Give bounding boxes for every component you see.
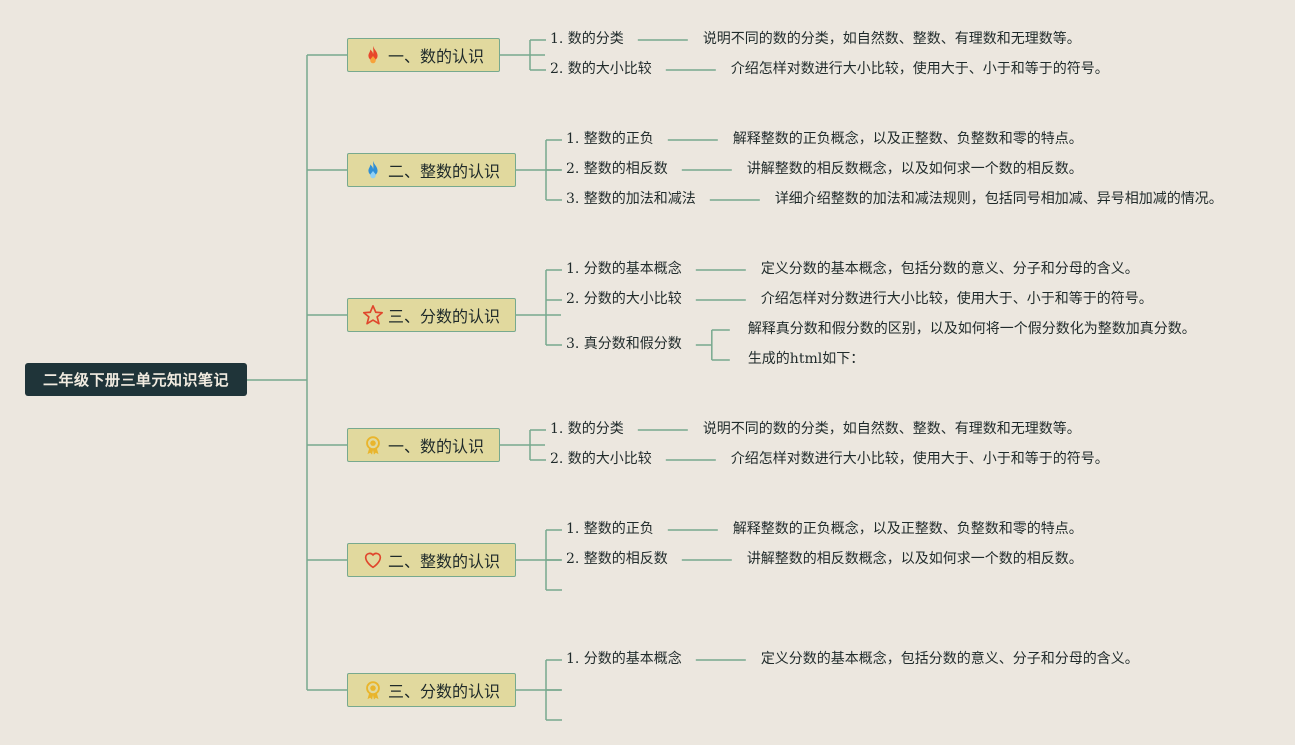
sub-topic[interactable]: 2. 数的大小比较	[550, 451, 652, 467]
fire-icon	[362, 44, 384, 66]
leaf-note: 解释整数的正负概念，以及正整数、负整数和零的特点。	[732, 521, 1083, 537]
branch-label: 二、整数的认识	[388, 552, 501, 571]
heart-icon	[362, 549, 384, 571]
branch-topic[interactable]: 一、数的认识	[347, 38, 500, 72]
branch-topic[interactable]: 三、分数的认识	[347, 298, 516, 332]
star-icon	[362, 304, 384, 326]
blue-flame-icon	[362, 159, 384, 181]
leaf-note: 定义分数的基本概念，包括分数的意义、分子和分母的含义。	[760, 651, 1139, 667]
sub-topic[interactable]: 1. 数的分类	[550, 31, 624, 47]
sub-topic[interactable]: 2. 数的大小比较	[550, 61, 652, 77]
branch-topic[interactable]: 三、分数的认识	[347, 673, 516, 707]
leaf-note: 生成的html如下：	[747, 351, 865, 367]
sub-topic[interactable]: 1. 整数的正负	[566, 131, 654, 147]
leaf-note: 讲解整数的相反数概念，以及如何求一个数的相反数。	[746, 161, 1083, 177]
sub-topic[interactable]: 1. 分数的基本概念	[566, 651, 682, 667]
leaf-note: 说明不同的数的分类，如自然数、整数、有理数和无理数等。	[702, 421, 1081, 437]
root-title: 二年级下册三单元知识笔记	[42, 371, 229, 389]
branch-label: 一、数的认识	[388, 47, 485, 66]
medal-icon	[362, 679, 384, 701]
sub-topic[interactable]: 2. 分数的大小比较	[566, 291, 682, 307]
medal-icon	[362, 434, 384, 456]
sub-topic[interactable]: 1. 分数的基本概念	[566, 261, 682, 277]
sub-topic[interactable]: 2. 整数的相反数	[566, 161, 668, 177]
leaf-note: 解释真分数和假分数的区别，以及如何将一个假分数化为整数加真分数。	[747, 321, 1196, 337]
sub-topic[interactable]: 1. 整数的正负	[566, 521, 654, 537]
leaf-note: 介绍怎样对数进行大小比较，使用大于、小于和等于的符号。	[730, 61, 1109, 77]
root-topic[interactable]: 二年级下册三单元知识笔记	[25, 363, 247, 396]
branch-label: 二、整数的认识	[388, 162, 501, 181]
branch-label: 三、分数的认识	[388, 682, 501, 701]
branch-topic[interactable]: 二、整数的认识	[347, 543, 516, 577]
leaf-note: 介绍怎样对数进行大小比较，使用大于、小于和等于的符号。	[730, 451, 1109, 467]
sub-topic[interactable]: 1. 数的分类	[550, 421, 624, 437]
branch-topic[interactable]: 一、数的认识	[347, 428, 500, 462]
leaf-note: 讲解整数的相反数概念，以及如何求一个数的相反数。	[746, 551, 1083, 567]
leaf-note: 解释整数的正负概念，以及正整数、负整数和零的特点。	[732, 131, 1083, 147]
leaf-note: 介绍怎样对分数进行大小比较，使用大于、小于和等于的符号。	[760, 291, 1153, 307]
leaf-note: 说明不同的数的分类，如自然数、整数、有理数和无理数等。	[702, 31, 1081, 47]
sub-topic[interactable]: 3. 真分数和假分数	[566, 336, 682, 352]
leaf-note: 定义分数的基本概念，包括分数的意义、分子和分母的含义。	[760, 261, 1139, 277]
sub-topic[interactable]: 2. 整数的相反数	[566, 551, 668, 567]
leaf-note: 详细介绍整数的加法和减法规则，包括同号相加减、异号相加减的情况。	[774, 191, 1223, 207]
branch-label: 三、分数的认识	[388, 307, 501, 326]
branch-label: 一、数的认识	[388, 437, 485, 456]
branch-topic[interactable]: 二、整数的认识	[347, 153, 516, 187]
sub-topic[interactable]: 3. 整数的加法和减法	[566, 191, 696, 207]
